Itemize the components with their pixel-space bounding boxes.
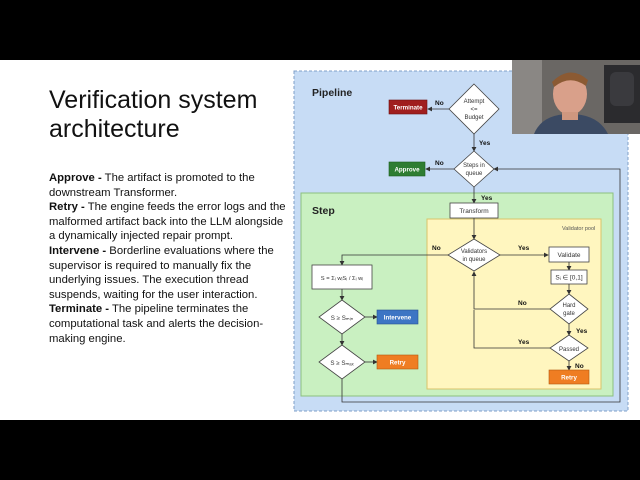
no-label: No bbox=[435, 160, 444, 167]
steps-text-1: Steps in bbox=[463, 163, 485, 169]
bullet-term: Retry - bbox=[49, 201, 85, 214]
yes-label: Yes bbox=[576, 328, 588, 335]
bullet-retry: Retry - The engine feeds the error logs … bbox=[49, 200, 287, 244]
no-label: No bbox=[435, 100, 444, 107]
presenter-video-icon bbox=[512, 60, 640, 134]
bullet-intervene: Intervene - Borderline evaluations where… bbox=[49, 244, 287, 302]
validator-pool-label: Validator pool bbox=[562, 226, 595, 232]
bullet-terminate: Terminate - The pipeline terminates the … bbox=[49, 302, 287, 346]
bullet-term: Approve - bbox=[49, 172, 102, 184]
approve-box bbox=[388, 161, 426, 177]
bullet-term: Intervene - bbox=[49, 244, 107, 257]
validate-text: Validate bbox=[557, 252, 580, 259]
pipeline-label: Pipeline bbox=[312, 87, 352, 99]
attempt-text-2: <= bbox=[470, 107, 478, 113]
hard-gate-text-2: gate bbox=[563, 311, 575, 317]
validators-text-1: Validators bbox=[461, 249, 487, 255]
step-label: Step bbox=[312, 205, 335, 217]
retry-text: Retry bbox=[561, 375, 577, 382]
weighted-score-text: S = Σᵢ wᵢSᵢ / Σᵢ wᵢ bbox=[321, 276, 364, 282]
hard-gate-text-1: Hard bbox=[562, 303, 575, 309]
title-line-1: Verification system bbox=[49, 86, 258, 114]
yes-label: Yes bbox=[481, 195, 493, 202]
bullet-list: Approve - The artifact is promoted to th… bbox=[49, 171, 287, 346]
bullet-text: The pipeline terminates the computationa… bbox=[49, 303, 264, 345]
s-max-text: S ≥ Sₘₐₓ bbox=[330, 360, 354, 367]
no-label: No bbox=[575, 363, 584, 370]
slide-title: Verification system architecture bbox=[49, 86, 257, 144]
yes-label: Yes bbox=[518, 339, 530, 346]
intervene-text: Intervene bbox=[384, 315, 412, 322]
attempt-text-3: Budget bbox=[464, 115, 483, 121]
flowchart-diagram: Pipeline Step Validator pool Attempt <= … bbox=[293, 70, 629, 412]
bullet-text: The artifact is promoted to the downstre… bbox=[49, 172, 255, 199]
no-label: No bbox=[518, 300, 527, 307]
steps-text-2: queue bbox=[466, 171, 483, 177]
retry-text: Retry bbox=[390, 360, 406, 367]
yes-label: Yes bbox=[518, 245, 530, 252]
approve-text: Approve bbox=[394, 167, 420, 174]
webcam-overlay bbox=[512, 60, 640, 134]
retry-box-pool bbox=[548, 369, 590, 385]
bullet-approve: Approve - The artifact is promoted to th… bbox=[49, 171, 287, 200]
intervene-box bbox=[376, 309, 419, 325]
score-range-text: Sᵢ ∈ [0,1] bbox=[555, 275, 582, 282]
bullet-text: The engine feeds the error logs and the … bbox=[49, 201, 286, 243]
attempt-text-1: Attempt bbox=[464, 99, 485, 105]
title-line-2: architecture bbox=[49, 115, 180, 143]
no-label: No bbox=[432, 245, 441, 252]
bullet-text: Borderline evaluations where the supervi… bbox=[49, 244, 274, 301]
yes-label: Yes bbox=[479, 140, 491, 147]
passed-text: Passed bbox=[559, 347, 579, 353]
validators-in-queue-decision bbox=[447, 238, 501, 272]
s-min-text: S ≥ Sₘᵢₙ bbox=[331, 315, 354, 322]
terminate-box bbox=[388, 99, 428, 115]
terminate-text: Terminate bbox=[393, 105, 423, 112]
validators-text-2: in queue bbox=[462, 257, 486, 263]
slide: Verification system architecture Approve… bbox=[0, 60, 640, 420]
weighted-score-box bbox=[311, 264, 373, 290]
retry-box-step bbox=[376, 354, 419, 370]
bullet-term: Terminate - bbox=[49, 303, 110, 316]
transform-text: Transform bbox=[459, 208, 488, 215]
